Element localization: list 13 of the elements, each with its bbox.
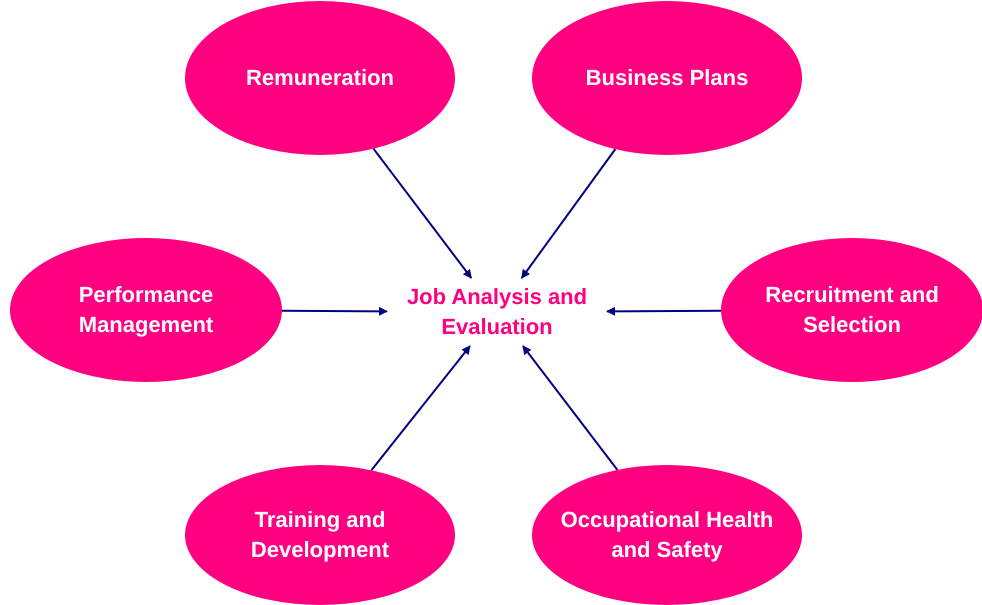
node-label: Performance Management <box>78 281 214 339</box>
arrow <box>606 306 721 316</box>
arrow <box>520 148 616 279</box>
center-label: Job Analysis and Evaluation <box>389 280 605 344</box>
node-label: Business Plans <box>586 64 748 92</box>
node-label: Training and Development <box>250 506 390 564</box>
arrow <box>282 306 388 316</box>
arrow <box>372 148 472 279</box>
arrow <box>522 345 618 470</box>
node-label: Recruitment and Selection <box>764 281 940 339</box>
arrow <box>370 345 471 471</box>
node-label: Occupational Health and Safety <box>560 506 774 564</box>
node-label: Remuneration <box>246 64 394 92</box>
